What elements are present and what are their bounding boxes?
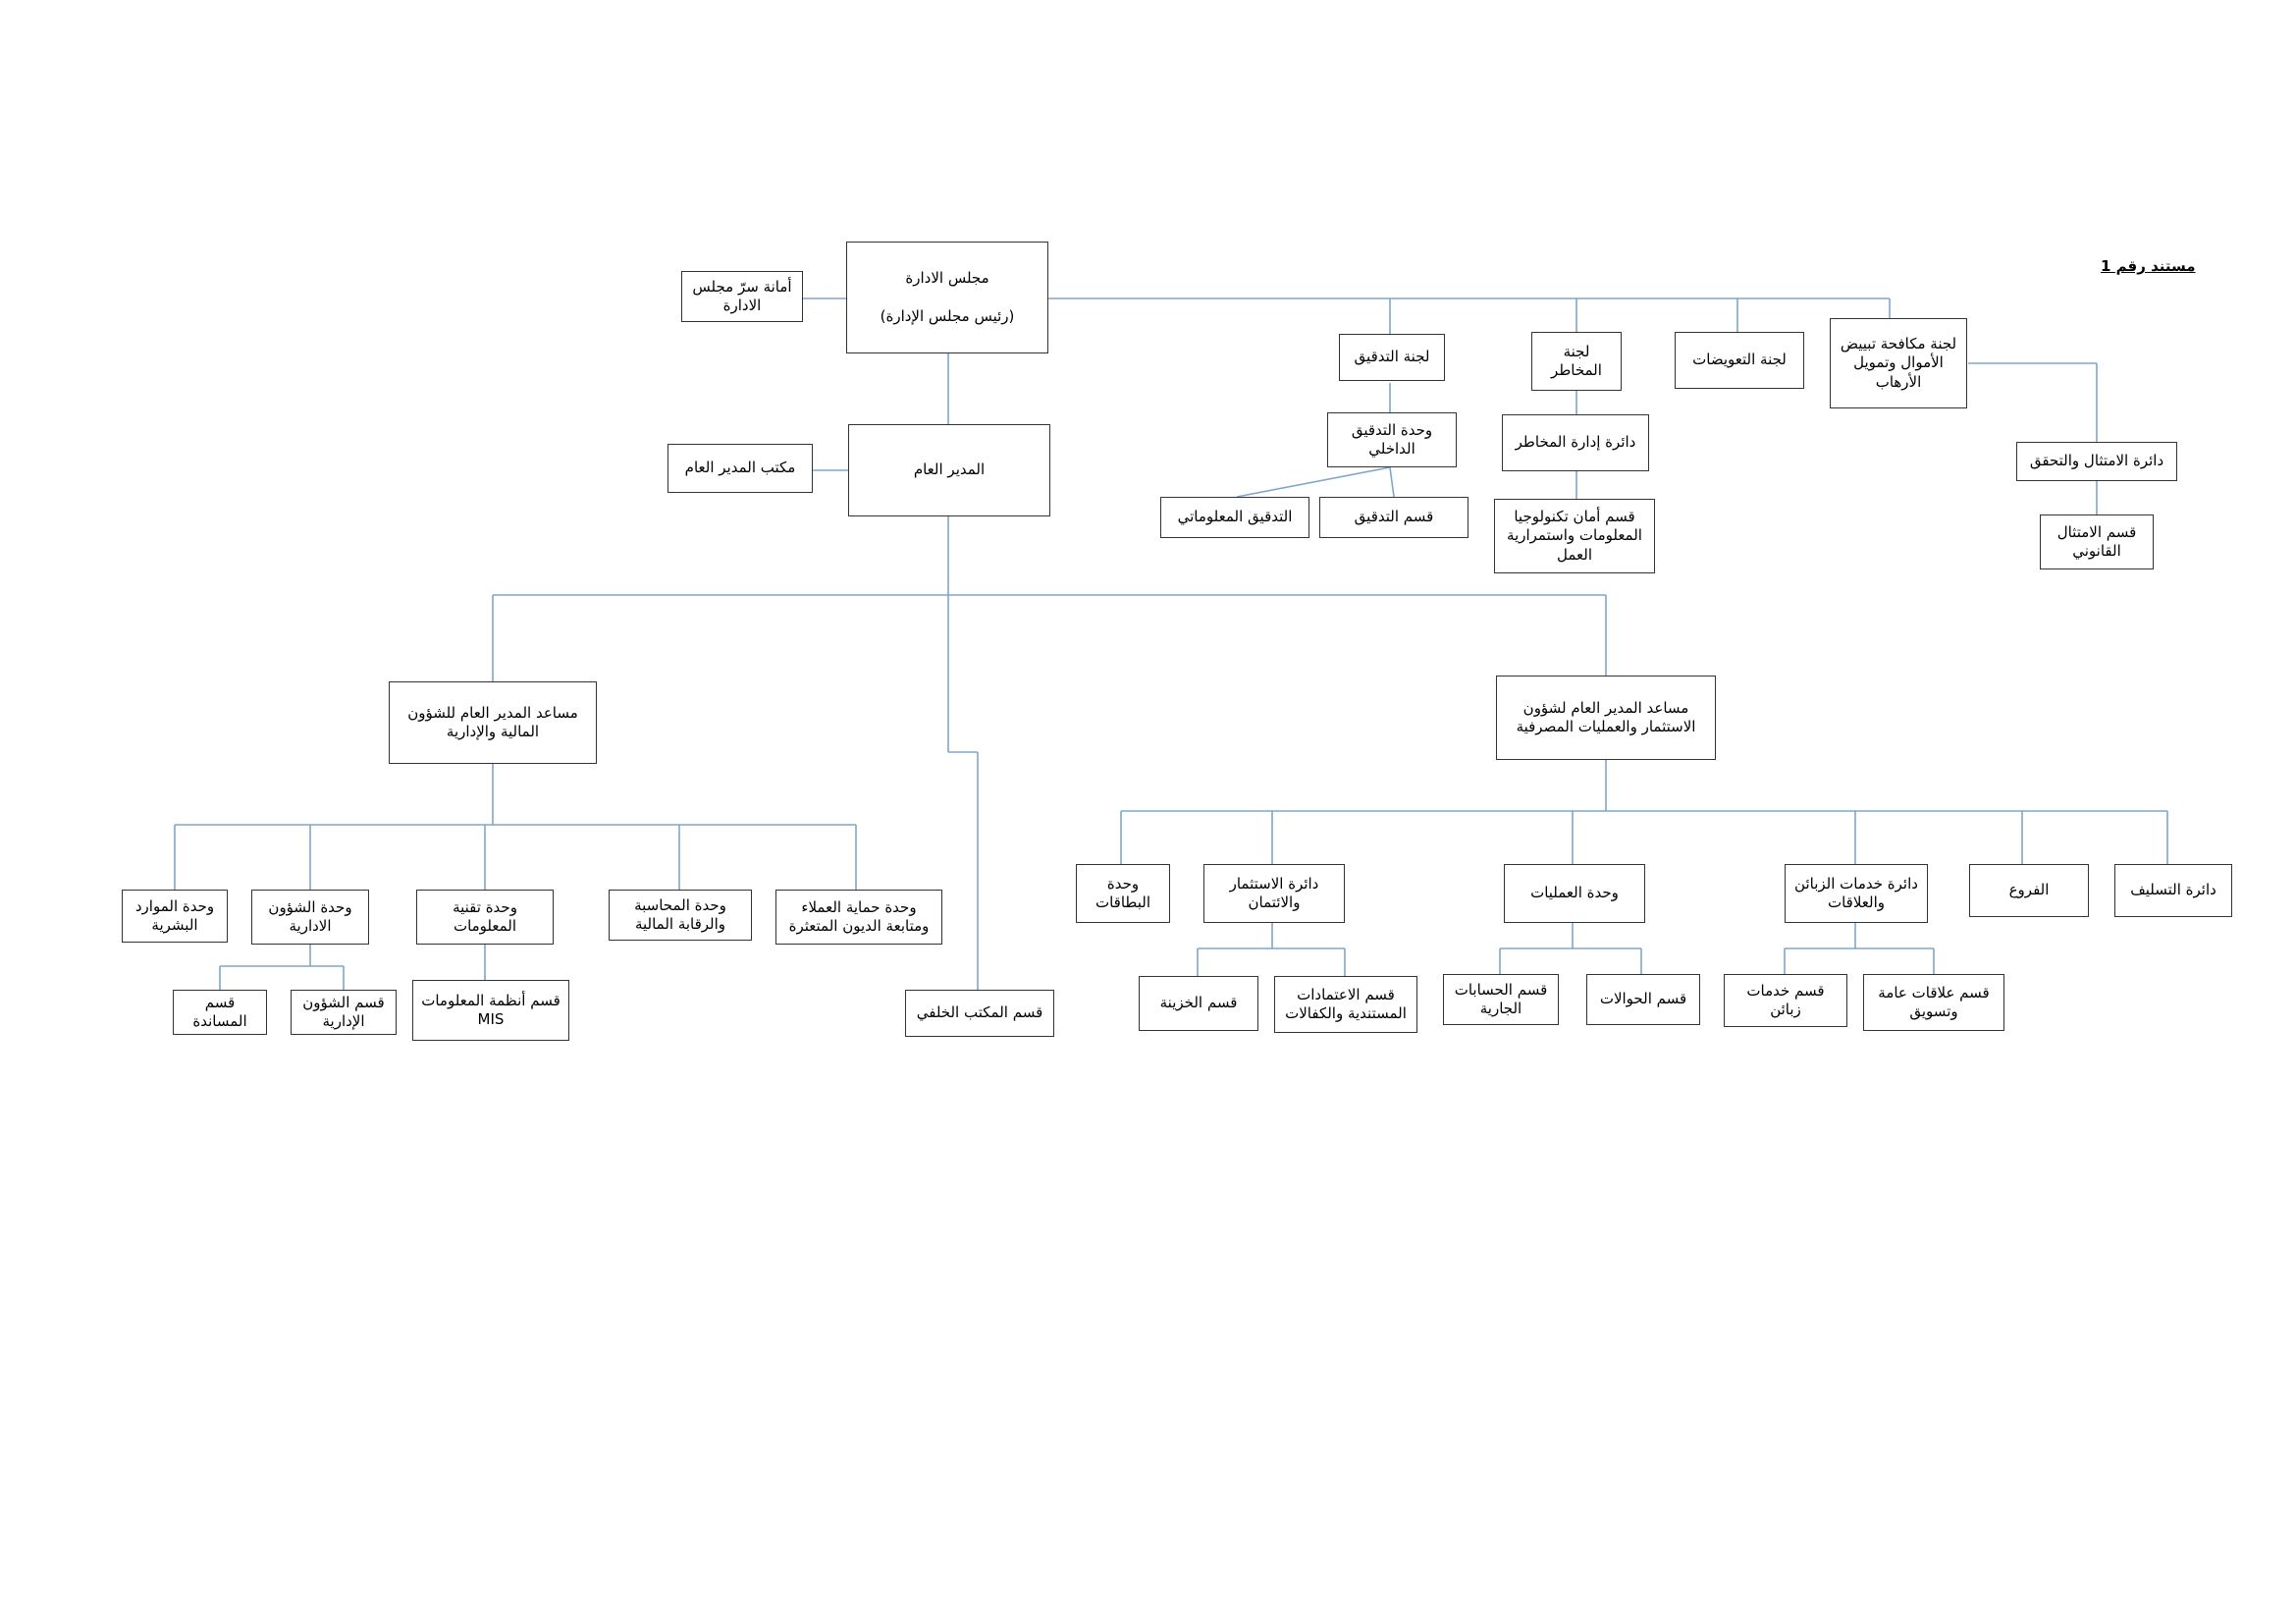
documentary-credits-section-box: قسم الاعتمادات المستندية والكفالات xyxy=(1274,976,1417,1033)
support-section-box: قسم المساندة xyxy=(173,990,267,1035)
gm-office-box: مكتب المدير العام xyxy=(667,444,813,493)
legal-compliance-box: قسم الامتثال القانوني xyxy=(2040,514,2154,569)
treasury-section-box: قسم الخزينة xyxy=(1139,976,1258,1031)
board-of-directors-box: مجلس الادارة (رئيس مجلس الإدارة) xyxy=(846,242,1048,353)
customer-service-section-box: قسم خدمات زبائن xyxy=(1724,974,1847,1027)
general-manager-box: المدير العام xyxy=(848,424,1050,516)
transfers-section-box: قسم الحوالات xyxy=(1586,974,1700,1025)
compliance-dept-box: دائرة الامتثال والتحقق xyxy=(2016,442,2177,481)
it-unit-box: وحدة تقنية المعلومات xyxy=(416,890,554,945)
customer-relations-dept-box: دائرة خدمات الزبائن والعلاقات xyxy=(1785,864,1928,923)
risk-management-dept-box: دائرة إدارة المخاطر xyxy=(1502,414,1649,471)
current-accounts-section-box: قسم الحسابات الجارية xyxy=(1443,974,1559,1025)
pr-marketing-section-box: قسم علاقات عامة وتسويق xyxy=(1863,974,2004,1031)
audit-committee-box: لجنة التدقيق xyxy=(1339,334,1445,381)
customer-protection-unit-box: وحدة حماية العملاء ومتابعة الديون المتعث… xyxy=(775,890,942,945)
investment-credit-dept-box: دائرة الاستثمار والائتمان xyxy=(1203,864,1345,923)
risk-committee-box: لجنة المخاطر xyxy=(1531,332,1622,391)
board-secretariat-box: أمانة سرّ مجلس الادارة xyxy=(681,271,803,322)
branches-box: الفروع xyxy=(1969,864,2089,917)
agm-finance-admin-box: مساعد المدير العام للشؤون المالية والإدا… xyxy=(389,681,597,764)
mis-section-box: قسم أنظمة المعلومات MIS xyxy=(412,980,569,1041)
hr-unit-box: وحدة الموارد البشرية xyxy=(122,890,228,943)
back-office-section-box: قسم المكتب الخلفي xyxy=(905,990,1054,1037)
internal-audit-unit-box: وحدة التدقيق الداخلي xyxy=(1327,412,1457,467)
operations-unit-box: وحدة العمليات xyxy=(1504,864,1645,923)
it-audit-box: التدقيق المعلوماتي xyxy=(1160,497,1309,538)
agm-investment-banking-box: مساعد المدير العام لشؤون الاستثمار والعم… xyxy=(1496,676,1716,760)
compensation-committee-box: لجنة التعويضات xyxy=(1675,332,1804,389)
connector xyxy=(1389,466,1395,498)
audit-section-box: قسم التدقيق xyxy=(1319,497,1468,538)
it-security-bcp-box: قسم أمان تكنولوجيا المعلومات واستمرارية … xyxy=(1494,499,1655,573)
connector xyxy=(1236,466,1391,498)
aml-committee-box: لجنة مكافحة تبييض الأموال وتمويل الأرهاب xyxy=(1830,318,1967,408)
cards-unit-box: وحدة البطاقات xyxy=(1076,864,1170,923)
accounting-unit-box: وحدة المحاسبة والرقابة المالية xyxy=(609,890,752,941)
document-number-label: مستند رقم 1 xyxy=(2101,257,2196,275)
lending-dept-box: دائرة التسليف xyxy=(2114,864,2232,917)
admin-affairs-unit-box: وحدة الشؤون الادارية xyxy=(251,890,369,945)
admin-affairs-section-box: قسم الشؤون الإدارية xyxy=(291,990,397,1035)
